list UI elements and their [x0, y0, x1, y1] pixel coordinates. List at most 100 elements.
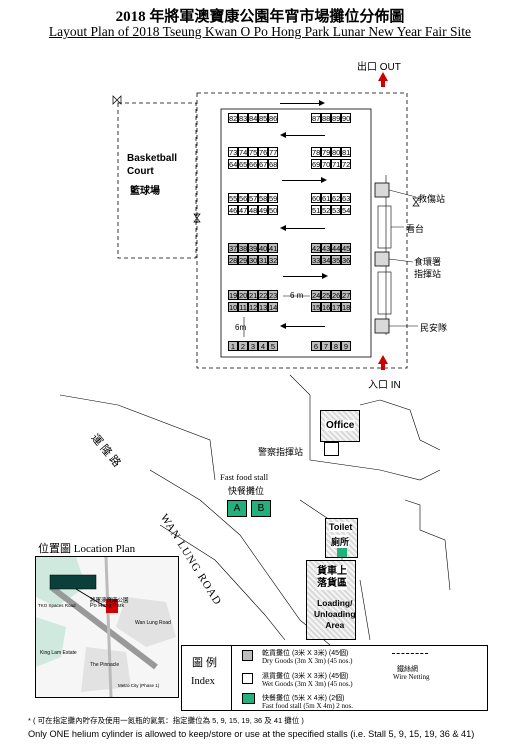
legend-dry-en: Dry Goods (3m X 3m) (45 nos.)	[262, 657, 353, 665]
stall-73: 73	[228, 147, 238, 157]
title-en: Layout Plan of 2018 Tseung Kwan O Po Hon…	[48, 24, 472, 39]
location-label-pinnacle: The Pinnacle	[90, 662, 120, 668]
index-legend	[181, 645, 488, 711]
stall-39: 39	[248, 243, 258, 253]
stall-44: 44	[331, 243, 341, 253]
legend-wet-en: Wet Goods (3m X 3m) (45 nos.)	[262, 680, 353, 688]
location-plan-map	[35, 556, 179, 698]
gap-label-vertical: 6m	[235, 323, 247, 332]
stall-37: 37	[228, 243, 238, 253]
stall-24: 24	[311, 290, 321, 300]
stall-27: 27	[341, 290, 351, 300]
stall-17: 17	[331, 302, 341, 312]
toilet-label-cn: 廁所	[331, 535, 350, 548]
exit-arrow-icon	[378, 72, 388, 81]
legend-dry-cn: 乾貨攤位 (3米 X 3米) (45個)	[262, 650, 349, 657]
stall-36: 36	[341, 255, 351, 265]
stall-55: 55	[228, 193, 238, 203]
stall-51: 51	[311, 205, 321, 215]
stall-8: 8	[331, 341, 341, 351]
stall-82: 82	[228, 113, 238, 123]
stall-71: 71	[331, 159, 341, 169]
entrance-arrow-icon	[378, 355, 388, 364]
first-aid-label: 救傷站	[418, 194, 446, 204]
stall-34: 34	[321, 255, 331, 265]
stall-68: 68	[268, 159, 278, 169]
stall-90: 90	[341, 113, 351, 123]
stall-6: 6	[311, 341, 321, 351]
stall-10: 10	[228, 302, 238, 312]
stall-31: 31	[258, 255, 268, 265]
legend-wire-netting-cn: 鐵絲網	[397, 666, 418, 673]
stall-20: 20	[238, 290, 248, 300]
stall-69: 69	[311, 159, 321, 169]
stall-5: 5	[268, 341, 278, 351]
exit-label: 出口 OUT	[357, 62, 401, 73]
location-map-drawing	[36, 557, 178, 697]
stall-18: 18	[341, 302, 351, 312]
stall-11: 11	[238, 302, 248, 312]
direction-arrow-right	[283, 273, 328, 279]
location-label-po-hong-park-en: Po Hong Park	[90, 603, 125, 609]
stall-83: 83	[238, 113, 248, 123]
stall-88: 88	[321, 113, 331, 123]
gap-label-horizontal: 6 m	[290, 291, 304, 300]
stall-22: 22	[258, 290, 268, 300]
toilet-icon	[337, 548, 347, 557]
legend-fast-food-cn: 快餐攤位 (5米 X 4米) (2個)	[262, 695, 345, 702]
location-plan-title: 位置圖 Location Plan	[38, 543, 136, 555]
stall-86: 86	[268, 113, 278, 123]
stall-41: 41	[268, 243, 278, 253]
stall-84: 84	[248, 113, 258, 123]
stall-80: 80	[331, 147, 341, 157]
stall-58: 58	[258, 193, 268, 203]
stall-56: 56	[238, 193, 248, 203]
legend-fast-food-swatch	[242, 693, 255, 704]
stall-15: 15	[311, 302, 321, 312]
stall-42: 42	[311, 243, 321, 253]
stall-43: 43	[321, 243, 331, 253]
exit-arrow-stem	[381, 81, 385, 87]
loading-label-cn: 貨車上 落貨區	[317, 566, 347, 590]
fast-food-label-en: Fast food stall	[220, 472, 269, 482]
stall-7: 7	[321, 341, 331, 351]
stall-63: 63	[341, 193, 351, 203]
stall-59: 59	[268, 193, 278, 203]
stall-3: 3	[248, 341, 258, 351]
stand-label: 看台	[406, 224, 425, 234]
stall-54: 54	[341, 205, 351, 215]
basketball-court-label-en: Basketball Court	[127, 153, 178, 177]
stall-40: 40	[258, 243, 268, 253]
stall-48: 48	[248, 205, 258, 215]
legend-dry-swatch	[242, 650, 253, 661]
stall-1: 1	[228, 341, 238, 351]
entrance-arrow-stem	[381, 364, 385, 370]
fehd-command-label: 食環署 指揮站	[414, 257, 442, 279]
civil-aid-label: 民安隊	[420, 323, 448, 333]
stall-79: 79	[321, 147, 331, 157]
stall-87: 87	[311, 113, 321, 123]
stall-29: 29	[238, 255, 248, 265]
stall-75: 75	[248, 147, 258, 157]
stall-74: 74	[238, 147, 248, 157]
index-title-en: Index	[191, 676, 215, 687]
stall-14: 14	[268, 302, 278, 312]
stall-85: 85	[258, 113, 268, 123]
loading-label-en: Loading/ Unloading Area	[314, 598, 356, 630]
stall-72: 72	[341, 159, 351, 169]
stall-46: 46	[228, 205, 238, 215]
stall-4: 4	[258, 341, 268, 351]
stall-67: 67	[258, 159, 268, 169]
location-label-metro-city: Metro City (Phase 1)	[118, 683, 160, 688]
police-command-label: 警察指揮站	[258, 447, 304, 457]
stall-26: 26	[331, 290, 341, 300]
legend-wire-netting-swatch	[392, 653, 428, 654]
stall-13: 13	[258, 302, 268, 312]
stall-64: 64	[228, 159, 238, 169]
police-post-box	[324, 442, 339, 456]
legend-wire-netting-en: Wire Netting	[393, 673, 430, 681]
direction-arrow-left	[280, 323, 325, 329]
stall-52: 52	[321, 205, 331, 215]
stall-77: 77	[268, 147, 278, 157]
stall-76: 76	[258, 147, 268, 157]
